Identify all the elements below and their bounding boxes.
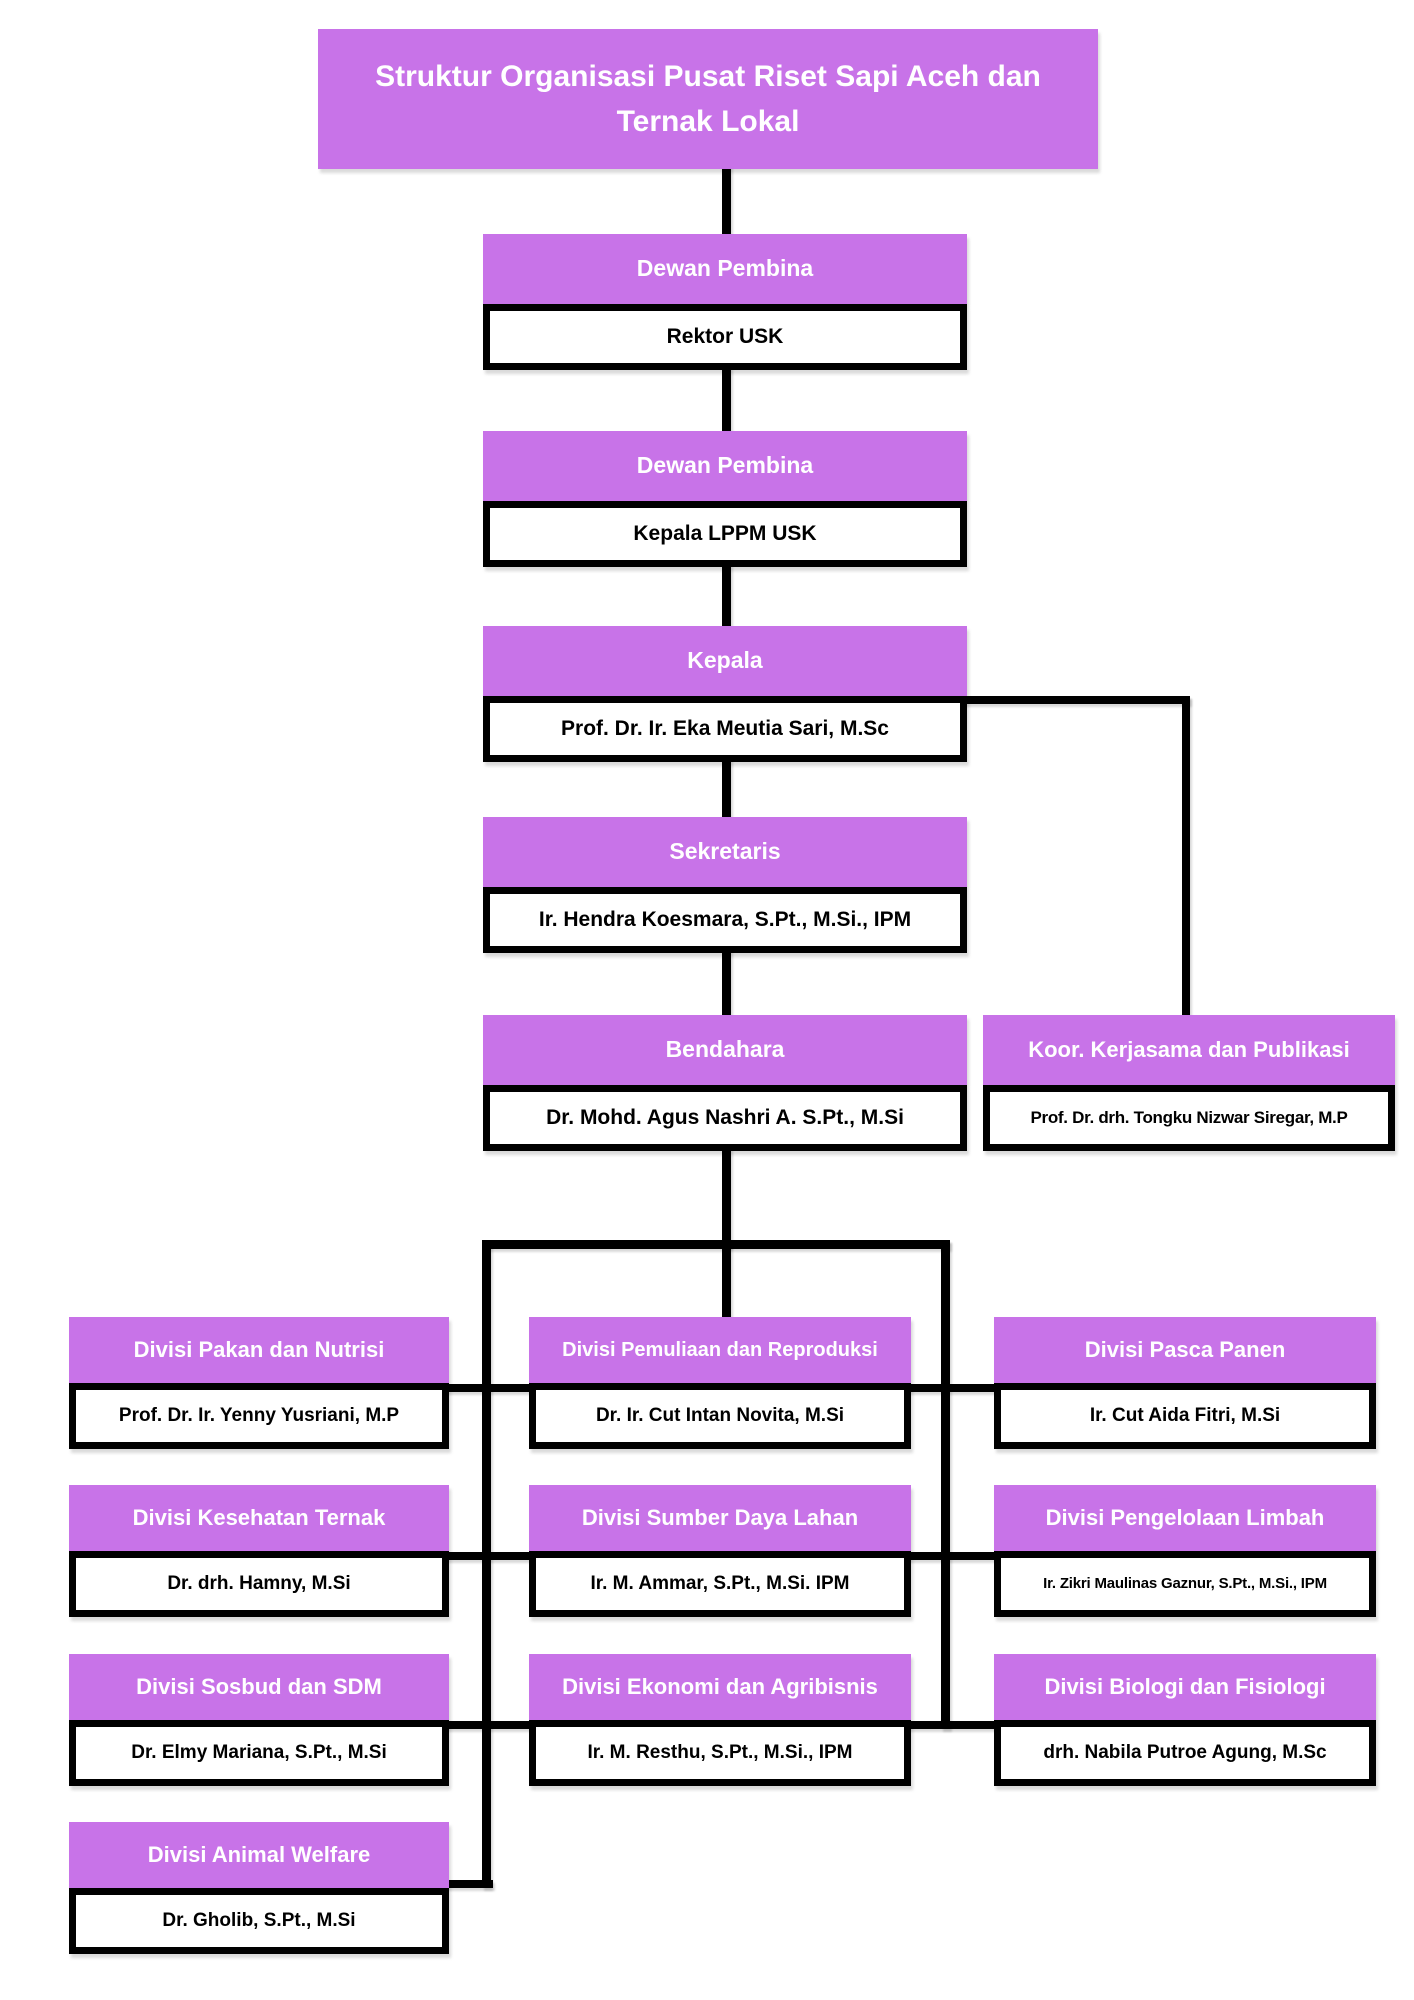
connector-kepala-to-koor-vertical: [1182, 696, 1190, 1018]
connector-stub-row2-left: [445, 1552, 533, 1560]
role-box-dewan-pembina-2: Dewan Pembina: [483, 431, 967, 501]
person-box-rektor-usk: Rektor USK: [483, 304, 967, 370]
role-box-dewan-pembina-1: Dewan Pembina: [483, 234, 967, 304]
role-box-bendahara: Bendahara: [483, 1015, 967, 1085]
connector-dewan2-to-kepala: [722, 563, 731, 628]
role-box-divisi-kesehatan-ternak: Divisi Kesehatan Ternak: [69, 1485, 449, 1551]
connector-branch-bracket: [482, 1240, 950, 1249]
person-box-elmy-mariana: Dr. Elmy Mariana, S.Pt., M.Si: [69, 1720, 449, 1786]
connector-sekretaris-to-bendahara: [722, 949, 731, 1017]
connector-stub-row1-left: [445, 1384, 533, 1392]
connector-right-trunk: [941, 1240, 950, 1729]
connector-bendahara-to-bracket: [722, 1147, 731, 1247]
role-box-koor-kerjasama-publikasi: Koor. Kerjasama dan Publikasi: [983, 1015, 1395, 1085]
connector-kepala-to-koor-horizontal: [958, 696, 1190, 704]
role-box-divisi-pengelolaan-limbah: Divisi Pengelolaan Limbah: [994, 1485, 1376, 1551]
person-box-agus-nashri: Dr. Mohd. Agus Nashri A. S.Pt., M.Si: [483, 1085, 967, 1151]
person-box-hendra-koesmara: Ir. Hendra Koesmara, S.Pt., M.Si., IPM: [483, 887, 967, 953]
connector-stub-row2-right: [907, 1552, 999, 1560]
person-box-cut-aida-fitri: Ir. Cut Aida Fitri, M.Si: [994, 1383, 1376, 1449]
person-box-tongku-nizwar-siregar: Prof. Dr. drh. Tongku Nizwar Siregar, M.…: [983, 1085, 1395, 1151]
person-box-kepala-lppm-usk: Kepala LPPM USK: [483, 501, 967, 567]
connector-left-trunk: [482, 1240, 491, 1888]
connector-kepala-to-sekretaris: [722, 758, 731, 819]
person-box-m-ammar: Ir. M. Ammar, S.Pt., M.Si. IPM: [529, 1551, 911, 1617]
person-box-nabila-putroe-agung: drh. Nabila Putroe Agung, M.Sc: [994, 1720, 1376, 1786]
person-box-cut-intan-novita: Dr. Ir. Cut Intan Novita, M.Si: [529, 1383, 911, 1449]
connector-center-trunk: [722, 1245, 731, 1319]
person-box-gholib: Dr. Gholib, S.Pt., M.Si: [69, 1888, 449, 1954]
connector-dewan1-to-dewan2: [722, 366, 731, 433]
role-box-divisi-pasca-panen: Divisi Pasca Panen: [994, 1317, 1376, 1383]
person-box-zikri-maulinas-gaznur: Ir. Zikri Maulinas Gaznur, S.Pt., M.Si.,…: [994, 1551, 1376, 1617]
person-box-eka-meutia-sari: Prof. Dr. Ir. Eka Meutia Sari, M.Sc: [483, 696, 967, 762]
connector-stub-row1-right: [907, 1384, 999, 1392]
connector-stub-row3-left: [445, 1721, 533, 1729]
connector-stub-row4-left: [445, 1880, 493, 1888]
person-box-hamny: Dr. drh. Hamny, M.Si: [69, 1551, 449, 1617]
person-box-yenny-yusriani: Prof. Dr. Ir. Yenny Yusriani, M.P: [69, 1383, 449, 1449]
connector-title-to-dewan1: [722, 164, 731, 236]
connector-stub-row3-right: [907, 1721, 999, 1729]
role-box-sekretaris: Sekretaris: [483, 817, 967, 887]
role-box-divisi-ekonomi-agribisnis: Divisi Ekonomi dan Agribisnis: [529, 1654, 911, 1720]
role-box-divisi-pakan-nutrisi: Divisi Pakan dan Nutrisi: [69, 1317, 449, 1383]
role-box-divisi-biologi-fisiologi: Divisi Biologi dan Fisiologi: [994, 1654, 1376, 1720]
role-box-divisi-animal-welfare: Divisi Animal Welfare: [69, 1822, 449, 1888]
role-box-kepala: Kepala: [483, 626, 967, 696]
role-box-divisi-pemuliaan-reproduksi: Divisi Pemuliaan dan Reproduksi: [529, 1317, 911, 1383]
role-box-divisi-sumber-daya-lahan: Divisi Sumber Daya Lahan: [529, 1485, 911, 1551]
role-box-divisi-sosbud-sdm: Divisi Sosbud dan SDM: [69, 1654, 449, 1720]
chart-title: Struktur Organisasi Pusat Riset Sapi Ace…: [318, 29, 1098, 169]
person-box-m-resthu: Ir. M. Resthu, S.Pt., M.Si., IPM: [529, 1720, 911, 1786]
